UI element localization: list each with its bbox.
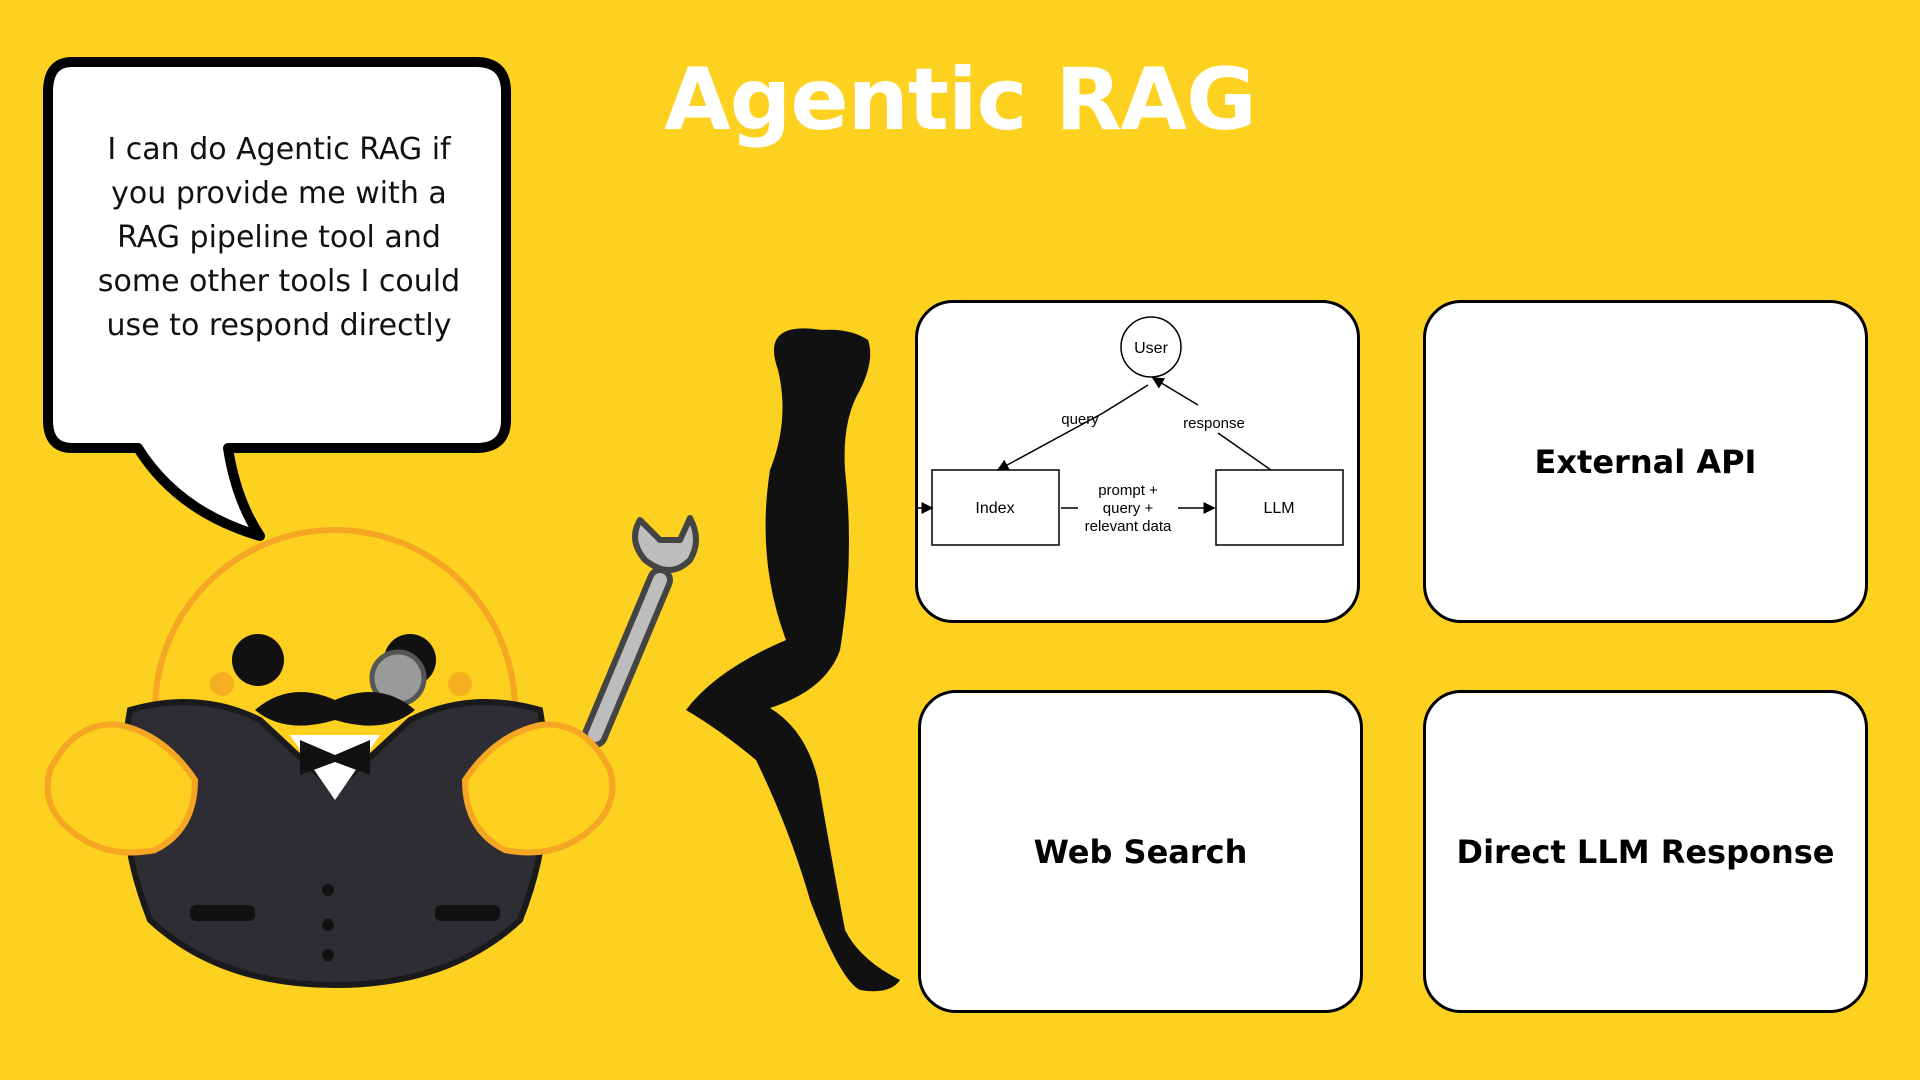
external-api-label: External API bbox=[1534, 442, 1757, 481]
external-api-card: External API bbox=[1423, 300, 1868, 623]
query-edge-label: query bbox=[1061, 411, 1099, 428]
speech-line: some other tools I could bbox=[97, 264, 461, 299]
direct-llm-response-label: Direct LLM Response bbox=[1456, 832, 1835, 871]
prompt-label-line: relevant data bbox=[1085, 518, 1172, 535]
svg-text:User: User bbox=[1134, 340, 1168, 357]
web-search-label: Web Search bbox=[1033, 832, 1248, 871]
speech-line: you provide me with a bbox=[111, 176, 447, 211]
prompt-label-line: query + bbox=[1103, 500, 1154, 517]
wrench-icon bbox=[582, 515, 699, 748]
llm-node: LLM bbox=[1215, 469, 1344, 546]
index-node: Index bbox=[931, 469, 1060, 546]
slide-title: Agentic RAG bbox=[664, 50, 1257, 150]
llama-butler-mascot-icon bbox=[44, 515, 699, 989]
speech-line: use to respond directly bbox=[106, 308, 452, 343]
speech-line: I can do Agentic RAG if bbox=[107, 132, 451, 167]
curly-brace-icon bbox=[686, 328, 900, 992]
direct-llm-response-card: Direct LLM Response bbox=[1423, 690, 1868, 1013]
web-search-card: Web Search bbox=[918, 690, 1363, 1013]
prompt-label-line: prompt + bbox=[1098, 482, 1158, 499]
speech-line: RAG pipeline tool and bbox=[117, 220, 441, 255]
speech-bubble bbox=[43, 57, 511, 541]
speech-bubble-text: I can do Agentic RAG if you provide me w… bbox=[64, 128, 494, 348]
svg-text:Index: Index bbox=[975, 500, 1014, 517]
rag-pipeline-card: User Index LLM query response prompt bbox=[915, 300, 1360, 623]
response-edge-label: response bbox=[1183, 415, 1245, 432]
svg-text:LLM: LLM bbox=[1263, 500, 1294, 517]
user-node: User bbox=[1120, 316, 1182, 378]
rag-pipeline-diagram: User Index LLM query response prompt bbox=[918, 316, 1344, 546]
